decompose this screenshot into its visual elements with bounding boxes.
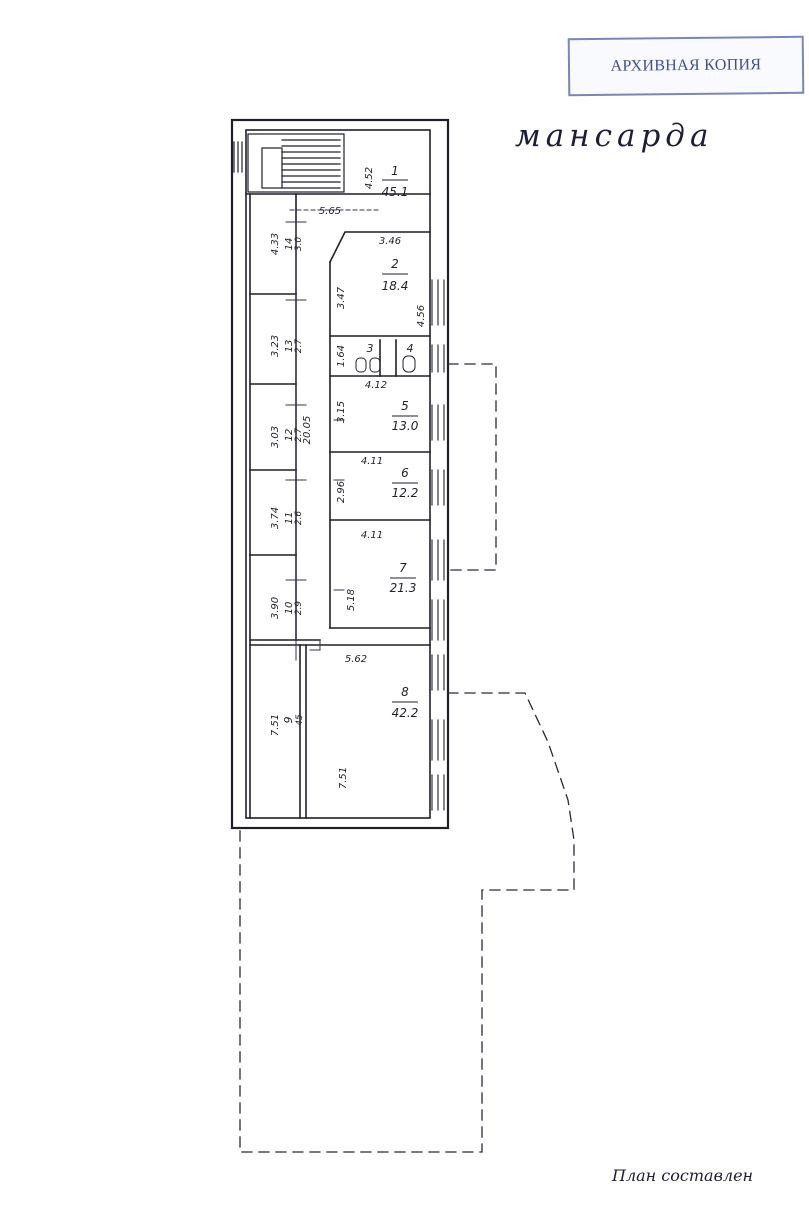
dim-label: 20.05: [302, 416, 313, 445]
svg-text:45.1: 45.1: [382, 185, 409, 199]
svg-text:8: 8: [401, 685, 409, 699]
svg-text:42.2: 42.2: [392, 706, 419, 720]
dim-label: 3.47: [336, 286, 347, 309]
outer-wall-outer: [230, 118, 450, 830]
room-label-7: 721.3: [390, 561, 417, 595]
room-label-3: 3: [367, 342, 374, 355]
dimension-labels: 4.52 5.65 3.46 3.47 4.56 4.33 3.23 1.64 …: [270, 167, 427, 789]
dim-label: 3.15: [336, 401, 347, 423]
dim-label: 4.11: [361, 530, 383, 541]
dim-label: 2.96: [336, 481, 347, 503]
svg-text:1: 1: [391, 164, 399, 178]
room-label-2: 218.4: [382, 257, 409, 293]
dimension-lines: [285, 209, 381, 661]
svg-text:2.6: 2.6: [294, 511, 304, 526]
plan-note: План составлен: [612, 1166, 754, 1185]
dim-label: 7.51: [270, 714, 281, 736]
sanitary-fixtures: [355, 355, 416, 373]
svg-text:13: 13: [284, 340, 295, 353]
svg-text:10: 10: [284, 602, 295, 615]
dim-label: 5.62: [345, 654, 367, 665]
svg-text:7: 7: [399, 561, 407, 575]
svg-text:18.4: 18.4: [382, 279, 409, 293]
dim-label: 3.90: [270, 597, 281, 619]
svg-text:2.7: 2.7: [294, 339, 304, 354]
svg-text:2: 2: [391, 257, 399, 271]
svg-text:21.3: 21.3: [390, 581, 417, 595]
dashed-outline: [239, 363, 575, 1153]
svg-text:2.9: 2.9: [294, 601, 304, 616]
svg-text:12: 12: [284, 429, 295, 442]
dim-label: 3.03: [270, 426, 281, 448]
room-label-8: 842.2: [392, 685, 419, 720]
left-windows: [233, 141, 243, 173]
dim-label: 3.74: [270, 507, 281, 529]
svg-text:11: 11: [284, 512, 295, 525]
room-label-5: 513.0: [392, 399, 419, 433]
dim-label: 3.23: [270, 335, 281, 357]
svg-text:2.7: 2.7: [294, 428, 304, 443]
svg-text:13.0: 13.0: [392, 419, 419, 433]
svg-text:6: 6: [401, 466, 409, 480]
dim-label: 4.11: [361, 456, 383, 467]
svg-text:45: 45: [295, 714, 305, 726]
svg-text:14: 14: [284, 238, 295, 251]
dim-label: 4.12: [365, 380, 387, 391]
right-windows: [431, 279, 445, 811]
outer-wall-inner: [245, 129, 431, 819]
dim-label: 7.51: [338, 767, 349, 789]
dim-label: 5.65: [319, 206, 341, 217]
dim-label: 4.56: [416, 305, 427, 327]
svg-text:9: 9: [282, 717, 295, 724]
staircase: [247, 133, 345, 193]
svg-text:5: 5: [401, 399, 409, 413]
svg-text:3.0: 3.0: [294, 237, 304, 252]
room-label-4: 4: [407, 342, 414, 355]
room-label-1: 145.1: [382, 164, 409, 199]
room-label-6: 612.2: [392, 466, 419, 500]
svg-text:4: 4: [407, 342, 414, 355]
room-labels: 145.1 218.4 3 4 513.0 612.2 721.3 842.2 …: [282, 164, 419, 726]
svg-text:12.2: 12.2: [392, 486, 419, 500]
dim-label: 1.64: [336, 345, 347, 367]
dim-label: 4.52: [364, 167, 375, 189]
dim-label: 5.18: [346, 589, 357, 611]
svg-text:3: 3: [367, 342, 374, 355]
floor-title: мансарда: [515, 118, 714, 154]
dim-label: 3.46: [379, 236, 401, 247]
dim-label: 4.33: [270, 233, 281, 255]
